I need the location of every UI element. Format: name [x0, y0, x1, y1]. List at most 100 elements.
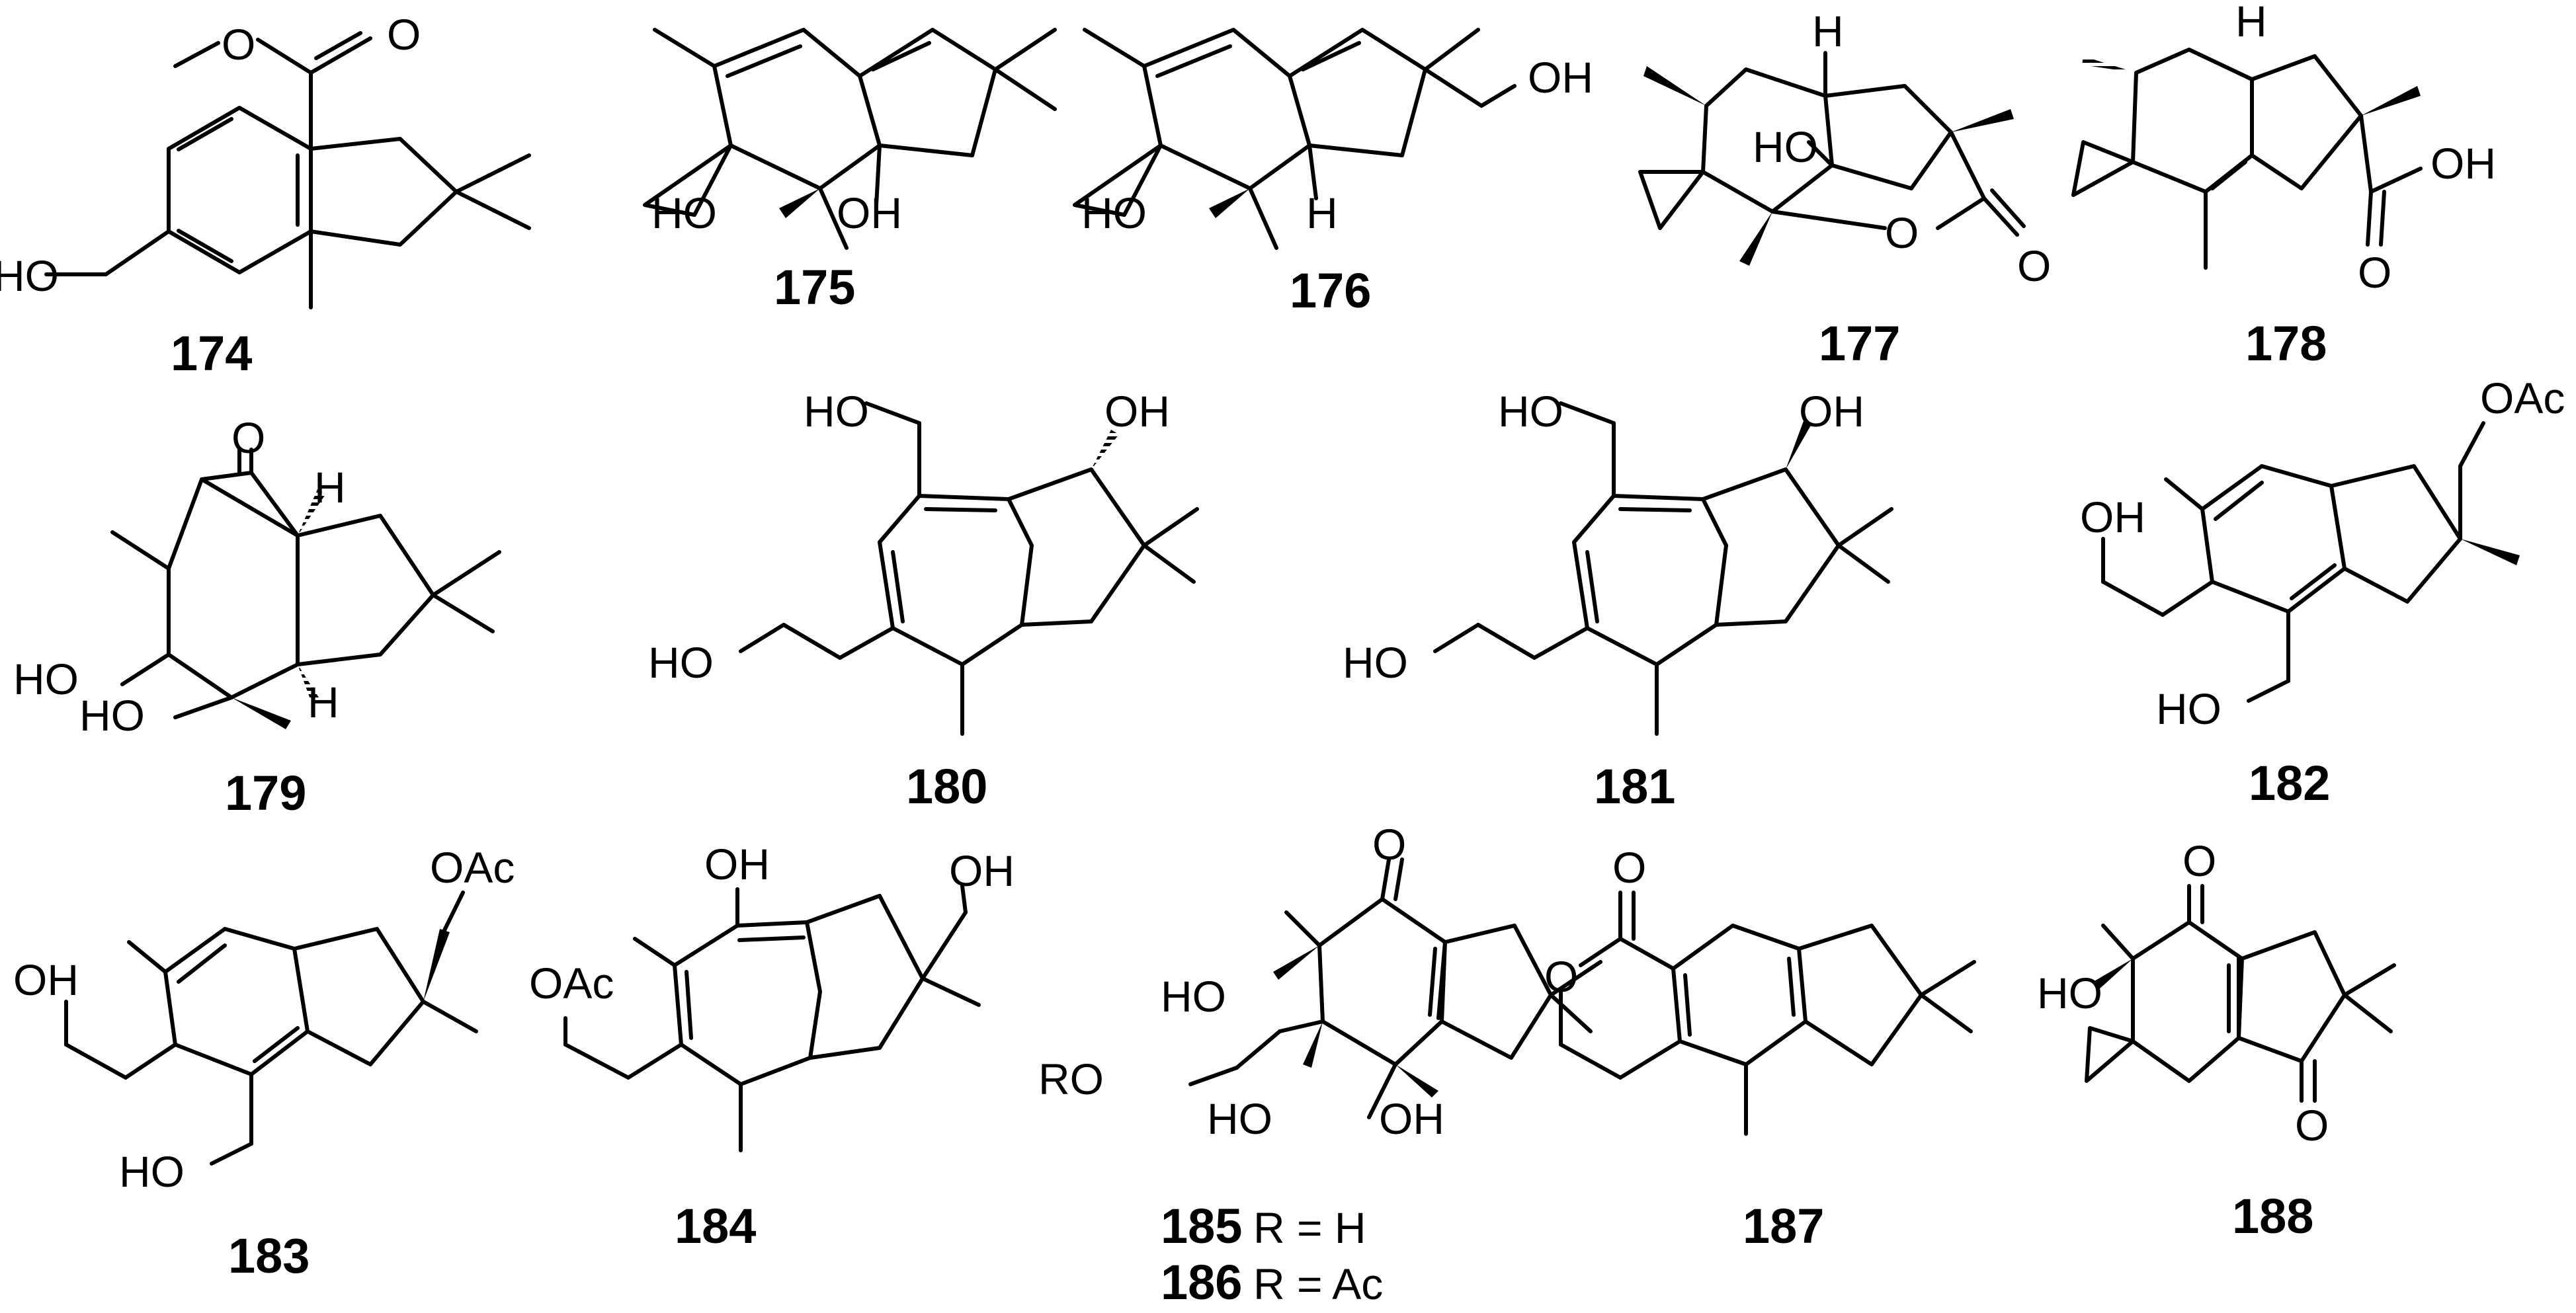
compound-188-carbonyl-oxygen-2: O — [2295, 1101, 2329, 1150]
compound-179-hydroxyl-2: HO — [79, 691, 145, 740]
compound-175-bonds — [643, 28, 1057, 250]
compound-177-wedge-methyl-2 — [1951, 109, 2014, 132]
compound-180-hydroxyl-3: HO — [648, 638, 714, 687]
compound-182-bonds — [2101, 421, 2485, 703]
compound-185-wedge-2 — [1303, 1021, 1323, 1068]
compound-179-hydroxyl-1: HO — [13, 655, 79, 703]
compound-178-hydrogen: H — [2235, 0, 2267, 46]
compound-188-bonds — [2085, 884, 2396, 1103]
compound-188: O HO O 188 — [2037, 836, 2396, 1244]
compound-174-ester-oxygen: O — [222, 20, 255, 69]
compound-175: HO OH 175 — [643, 28, 1057, 315]
compound-186-r-definition: R = Ac — [1253, 1259, 1383, 1308]
compound-187-number: 187 — [1743, 1199, 1824, 1253]
compound-178-hashed-methyl — [2082, 56, 2136, 73]
compound-180-bonds — [739, 401, 1199, 736]
compound-183-bonds — [64, 927, 478, 1166]
compound-180-hashed-hydroxyl — [1091, 430, 1119, 469]
compound-182-acetoxy: OAc — [2480, 374, 2565, 422]
compound-179-wedge-bond — [231, 697, 291, 729]
compound-181-number: 181 — [1594, 759, 1675, 814]
compound-178-wedge-methyl — [2361, 86, 2421, 116]
compound-176-hydroxyl-2: HO — [1081, 188, 1147, 237]
compound-181: OH HO HO 181 — [1343, 387, 1893, 814]
compound-182: OAc OH HO 182 — [2080, 374, 2565, 811]
compound-177-ring-oxygen: O — [1885, 208, 1919, 257]
compound-176: OH HO H 176 — [1073, 28, 1593, 318]
compound-176-hydrogen: H — [1306, 188, 1338, 237]
compound-177-wedge-methyl-3 — [1739, 212, 1772, 266]
compound-187-ring-oxygen: O — [1544, 952, 1578, 1001]
compound-180-hydroxyl-2: HO — [804, 387, 869, 436]
compound-183-acetoxy: OAc — [430, 843, 515, 892]
compound-178-number: 178 — [2245, 316, 2327, 371]
compound-179-carbonyl-oxygen: O — [231, 413, 265, 462]
compound-185-ro-group: RO — [1038, 1054, 1104, 1103]
compound-185-hydroxyl-1: HO — [1161, 972, 1226, 1021]
compound-178-bonds — [2071, 48, 2423, 270]
compound-180-number: 180 — [906, 759, 987, 814]
compound-184-number: 184 — [675, 1199, 756, 1253]
compound-188-carbonyl-oxygen-1: O — [2182, 836, 2216, 885]
compound-181-hydroxyl-1: OH — [1799, 387, 1864, 436]
compound-177-hydrogen: H — [1812, 7, 1844, 56]
compound-176-bonds — [1073, 28, 1517, 250]
compound-185-186: O HO RO HO OH 185 R = H 186 R = Ac — [1038, 820, 1602, 1310]
compound-174-carbonyl-oxygen: O — [387, 10, 421, 59]
compound-183-hydroxyl-1: OH — [13, 955, 79, 1004]
compound-188-hydroxyl: HO — [2037, 969, 2102, 1017]
compound-183: OAc OH HO 183 — [13, 843, 515, 1283]
compound-179: O H HO HO H 179 — [13, 413, 501, 820]
compound-176-number: 176 — [1290, 263, 1371, 318]
compound-174-bonds — [44, 31, 531, 309]
compound-187: O O 187 — [1544, 843, 1976, 1253]
compound-176-wedge-bond — [1209, 188, 1250, 218]
compound-187-bonds — [1559, 891, 1976, 1136]
compound-179-number: 179 — [225, 766, 306, 820]
compound-182-number: 182 — [2249, 756, 2330, 811]
compound-183-hydroxyl-2: HO — [119, 1147, 185, 1196]
compound-185-wedge-1 — [1273, 945, 1319, 980]
compound-187-carbonyl-oxygen: O — [1612, 843, 1646, 892]
compound-185-number: 185 — [1161, 1199, 1242, 1253]
compound-177: H HO O O 177 — [1638, 7, 2051, 371]
compound-185-bonds — [1188, 857, 1602, 1119]
compound-174: O O HO 174 — [0, 10, 531, 381]
compound-185-r-definition: R = H — [1253, 1203, 1366, 1252]
compound-178-hydroxyl: OH — [2431, 139, 2496, 188]
compound-177-hydroxyl: HO — [1753, 122, 1818, 171]
compound-175-hydroxyl-2: OH — [837, 188, 902, 237]
compound-174-hydroxyl: HO — [0, 251, 59, 300]
compound-177-wedge-methyl — [1643, 66, 1706, 106]
compound-177-carbonyl-oxygen: O — [2017, 241, 2051, 290]
compound-181-hydroxyl-2: HO — [1498, 387, 1563, 436]
compound-180: OH HO HO 180 — [648, 387, 1199, 814]
compound-185-carbonyl-oxygen: O — [1372, 820, 1406, 869]
compound-188-wedge-hydroxyl — [2093, 959, 2133, 990]
compound-179-hydrogen-1: H — [314, 463, 346, 512]
compound-179-hashed-h-1 — [298, 489, 325, 536]
compound-177-number: 177 — [1819, 316, 1900, 371]
compound-181-bonds — [1433, 401, 1893, 736]
compound-181-hydroxyl-3: HO — [1343, 638, 1408, 687]
compound-175-wedge-bond — [779, 188, 820, 218]
compound-179-hydrogen-2: H — [308, 678, 339, 727]
compound-175-hydroxyl-1: HO — [651, 188, 717, 237]
compound-182-wedge-methyl — [2460, 539, 2520, 565]
compound-186-number: 186 — [1161, 1255, 1242, 1310]
compound-177-bonds — [1638, 51, 2026, 237]
compound-178-carbonyl-oxygen: O — [2358, 248, 2391, 297]
compound-183-wedge-bond — [423, 929, 450, 1002]
compound-176-hydroxyl-1: OH — [1528, 53, 1593, 102]
compound-182-hydroxyl-1: OH — [2080, 493, 2145, 541]
compound-184-acetoxy: OAc — [529, 959, 614, 1008]
compound-180-hydroxyl-1: OH — [1104, 387, 1170, 436]
compound-174-number: 174 — [171, 326, 252, 381]
compound-185-wedge-3 — [1395, 1064, 1438, 1097]
compound-181-wedge-hydroxyl — [1786, 419, 1812, 469]
compound-184-bonds — [563, 884, 981, 1152]
compound-184-phenol-hydroxyl: OH — [704, 840, 770, 889]
compound-178: H OH O 178 — [2071, 0, 2496, 371]
